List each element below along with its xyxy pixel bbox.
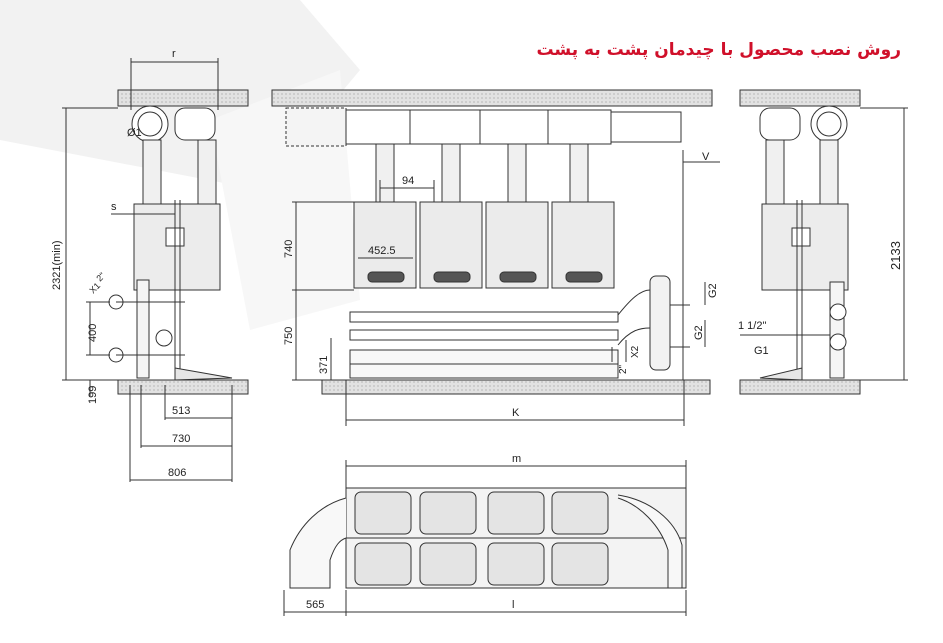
- label-513: 513: [172, 405, 190, 417]
- ceiling-slab-left: [117, 89, 249, 107]
- label-1-1-2: 1 1/2": [738, 320, 766, 332]
- label-l: l: [512, 599, 514, 611]
- floor-slab-left: [117, 379, 249, 395]
- left-side-view: [62, 58, 249, 482]
- ceiling-slab-right: [739, 89, 861, 107]
- label-740: 740: [283, 240, 295, 258]
- label-94: 94: [402, 175, 414, 187]
- label-371: 371: [318, 356, 330, 374]
- label-total-height: 2321(min): [51, 240, 63, 290]
- top-view: [283, 460, 687, 616]
- label-g2-bottom: G2: [693, 325, 705, 340]
- label-k: K: [512, 407, 520, 419]
- label-750: 750: [283, 327, 295, 345]
- label-s: s: [111, 201, 117, 213]
- label-g2-top: G2: [707, 283, 719, 298]
- label-m: m: [512, 453, 521, 465]
- label-2in-left: 2": [94, 271, 107, 284]
- label-2133: 2133: [888, 241, 903, 270]
- label-v: V: [702, 151, 710, 163]
- label-pipe-diameter: Ø1: [127, 127, 142, 139]
- label-r: r: [172, 48, 176, 60]
- label-452-5: 452.5: [368, 245, 396, 257]
- label-g1: G1: [754, 345, 769, 357]
- right-side-view: [739, 89, 908, 395]
- label-x2: X2: [630, 345, 641, 358]
- label-199: 199: [87, 386, 99, 404]
- label-2in-front: 2": [618, 364, 629, 374]
- label-400: 400: [87, 324, 99, 342]
- boiler-unit: [419, 201, 483, 289]
- front-view: [271, 89, 720, 426]
- label-565: 565: [306, 599, 324, 611]
- label-806: 806: [168, 467, 186, 479]
- page-title: روش نصب محصول با چیدمان پشت به پشت: [536, 40, 901, 60]
- dimension-labels: r Ø1 s 2321(min) 2" X1 400 199 513 730 8…: [51, 48, 903, 611]
- floor-slab-right: [739, 379, 861, 395]
- ceiling-slab-front: [271, 89, 713, 107]
- floor-slab-front: [321, 379, 711, 395]
- label-730: 730: [172, 433, 190, 445]
